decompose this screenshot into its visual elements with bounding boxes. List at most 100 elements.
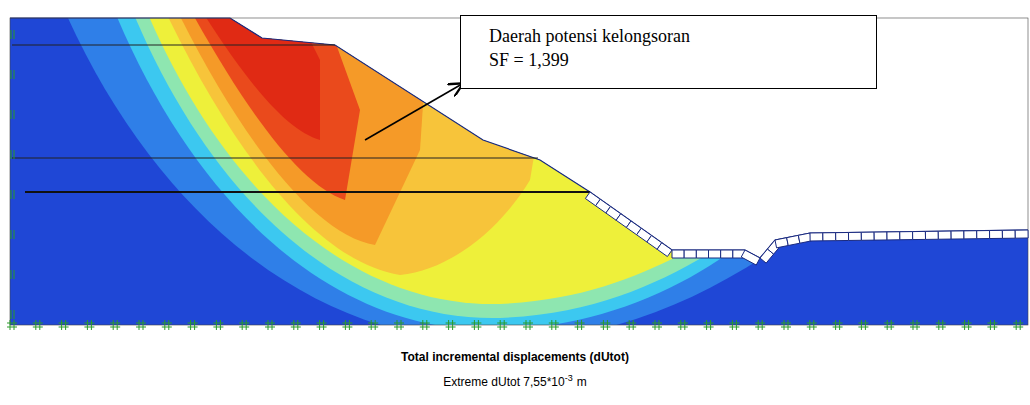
plate-element bbox=[657, 243, 672, 257]
plate-element bbox=[775, 238, 788, 248]
fixity bbox=[14, 190, 15, 199]
contour-band bbox=[195, 0, 320, 140]
fixity bbox=[14, 70, 15, 79]
fixity bbox=[394, 320, 404, 330]
plot-caption: Total incremental displacements (dUtot) bbox=[401, 350, 629, 364]
plate-element bbox=[709, 250, 721, 258]
fixity bbox=[84, 320, 94, 330]
fixity bbox=[11, 150, 12, 159]
contour-band bbox=[185, 0, 360, 200]
plate-element bbox=[823, 233, 836, 241]
fixity bbox=[11, 70, 12, 79]
plate-element bbox=[913, 231, 926, 239]
leader-arrow bbox=[365, 84, 462, 140]
fixity bbox=[678, 320, 688, 330]
fixity bbox=[626, 320, 636, 330]
fixity bbox=[884, 320, 894, 330]
plate-element bbox=[861, 232, 874, 240]
callout-text: Daerah potensi kelongsoran bbox=[489, 24, 864, 48]
fixity bbox=[729, 320, 739, 330]
value-label: m bbox=[577, 375, 587, 389]
fixity bbox=[14, 110, 15, 119]
fixity bbox=[14, 150, 15, 159]
fixity bbox=[11, 310, 12, 319]
fixity bbox=[7, 320, 17, 330]
callout-box: Daerah potensi kelongsoranSF = 1,399 bbox=[460, 15, 877, 89]
fixity bbox=[110, 320, 120, 330]
fixity bbox=[807, 320, 817, 330]
fixity bbox=[213, 320, 223, 330]
value-label: -3 bbox=[565, 373, 573, 383]
fixity bbox=[136, 320, 146, 330]
fixity bbox=[936, 320, 946, 330]
fixity bbox=[368, 320, 378, 330]
fixity bbox=[317, 320, 327, 330]
fixity bbox=[446, 320, 456, 330]
fixity bbox=[59, 320, 69, 330]
plate-element bbox=[1002, 230, 1015, 238]
fixity bbox=[265, 320, 275, 330]
plate-element bbox=[810, 233, 823, 241]
plate-element bbox=[951, 231, 964, 239]
fixity bbox=[497, 320, 507, 330]
fixity bbox=[755, 320, 765, 330]
fixity bbox=[523, 320, 533, 330]
fixity bbox=[342, 320, 352, 330]
fixity bbox=[11, 230, 12, 239]
fixity bbox=[600, 320, 610, 330]
fixity bbox=[188, 320, 198, 330]
callout-text: SF = 1,399 bbox=[489, 48, 864, 72]
fixity bbox=[11, 190, 12, 199]
fixity bbox=[1013, 320, 1023, 330]
plate-element bbox=[900, 232, 913, 240]
fixity bbox=[704, 320, 714, 330]
fixity bbox=[858, 320, 868, 330]
plate-element bbox=[721, 250, 733, 258]
plate-element bbox=[787, 235, 800, 245]
plate-element bbox=[848, 232, 861, 240]
soil-domain bbox=[0, 0, 1030, 342]
plate-element bbox=[696, 250, 708, 258]
fixity bbox=[14, 270, 15, 279]
fixity bbox=[987, 320, 997, 330]
fixity bbox=[11, 30, 12, 39]
value-label: Extreme dUtot 7,55*10 bbox=[443, 375, 564, 389]
fixity bbox=[11, 110, 12, 119]
plate-element bbox=[672, 250, 684, 258]
plate-element bbox=[684, 250, 696, 258]
fixity bbox=[833, 320, 843, 330]
plate-element bbox=[874, 232, 887, 240]
fixity bbox=[14, 30, 15, 39]
plate-elements bbox=[585, 192, 1028, 265]
layer-boundary bbox=[12, 45, 335, 46]
fixity bbox=[781, 320, 791, 330]
plate-element bbox=[887, 232, 900, 240]
fixity bbox=[291, 320, 301, 330]
extreme-value: Extreme dUtot 7,55*10-3 m bbox=[443, 373, 586, 389]
fixity bbox=[14, 230, 15, 239]
plate-element bbox=[741, 250, 760, 265]
plate-element bbox=[925, 231, 938, 239]
plate-element bbox=[977, 231, 990, 239]
fixity bbox=[14, 310, 15, 319]
stable-zone bbox=[0, 0, 1030, 330]
fixity bbox=[11, 270, 12, 279]
layer-boundary bbox=[25, 191, 590, 193]
plate-element bbox=[990, 230, 1003, 238]
fixity bbox=[420, 320, 430, 330]
plate-element bbox=[938, 231, 951, 239]
fixity bbox=[33, 320, 43, 330]
fixity bbox=[549, 320, 559, 330]
contour-band bbox=[172, 0, 430, 245]
fixity bbox=[239, 320, 249, 330]
fixity bbox=[162, 320, 172, 330]
fixity bbox=[652, 320, 662, 330]
fixity bbox=[962, 320, 972, 330]
layer-boundary bbox=[12, 158, 538, 159]
fixity bbox=[575, 320, 585, 330]
plate-element bbox=[964, 231, 977, 239]
fixity bbox=[471, 320, 481, 330]
plate-element bbox=[836, 232, 849, 240]
fixity bbox=[910, 320, 920, 330]
